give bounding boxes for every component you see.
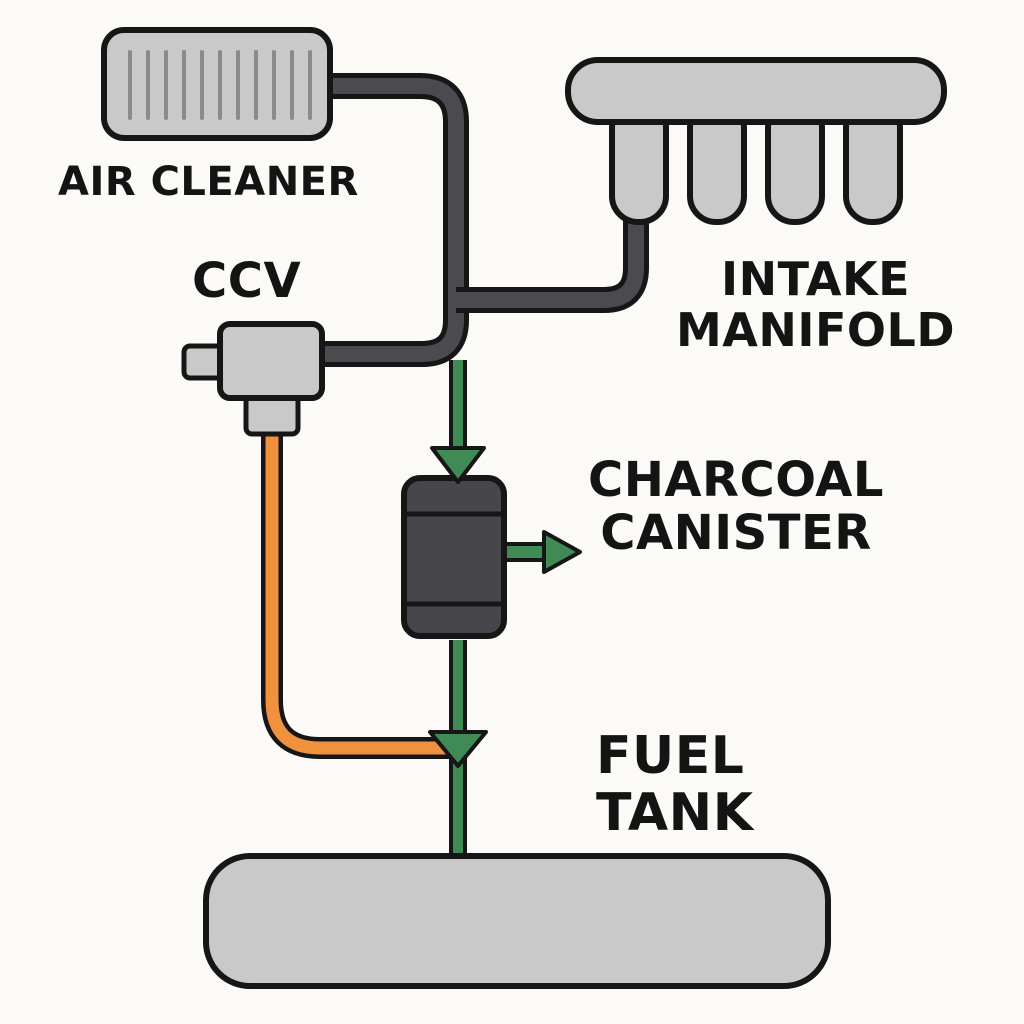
arrows — [428, 446, 582, 768]
intake-hose-outline — [456, 220, 649, 313]
air-cleaner-fins — [128, 50, 312, 120]
ccv-body — [217, 321, 325, 401]
fuel-label-line1: FUEL — [596, 726, 745, 786]
canister-label-line2: CANISTER — [600, 504, 872, 561]
fuel-label-line2: TANK — [596, 783, 754, 844]
fuel-tank-body — [203, 853, 831, 989]
canister-label-line1: CHARCOAL — [588, 452, 884, 508]
ccv-valve — [181, 321, 325, 437]
canister-body — [401, 475, 507, 639]
air-cleaner-hose — [320, 78, 464, 362]
charcoal-canister — [401, 475, 507, 639]
air-cleaner-label-text: AIR CLEANER — [58, 159, 359, 205]
arrow-right-vent — [542, 530, 582, 574]
arrow-down-to-tank — [428, 730, 488, 768]
fuel-tank-label: FUEL TANK — [596, 726, 754, 844]
ccv-label-text: CCV — [192, 253, 302, 309]
arrow-down-to-canister — [430, 446, 486, 484]
ccv-line — [265, 432, 450, 755]
intake-label-line2: MANIFOLD — [676, 302, 956, 357]
intake-manifold-label: INTAKE MANIFOLD — [676, 254, 955, 355]
fuel-tank — [203, 853, 831, 989]
intake-label-line1: INTAKE — [720, 252, 911, 306]
ccv-orange-line — [261, 432, 450, 759]
charcoal-canister-label: CHARCOAL CANISTER — [588, 454, 884, 560]
air-cleaner-label: AIR CLEANER — [58, 160, 359, 204]
air-cleaner — [101, 27, 333, 141]
ccv-label: CCV — [192, 255, 301, 308]
manifold-plenum — [565, 57, 947, 125]
intake-hose — [456, 220, 644, 308]
dark-hoses — [320, 73, 649, 367]
intake-manifold — [565, 57, 947, 225]
air-cleaner-hose-outline — [320, 73, 469, 367]
air-cleaner-body — [101, 27, 333, 141]
